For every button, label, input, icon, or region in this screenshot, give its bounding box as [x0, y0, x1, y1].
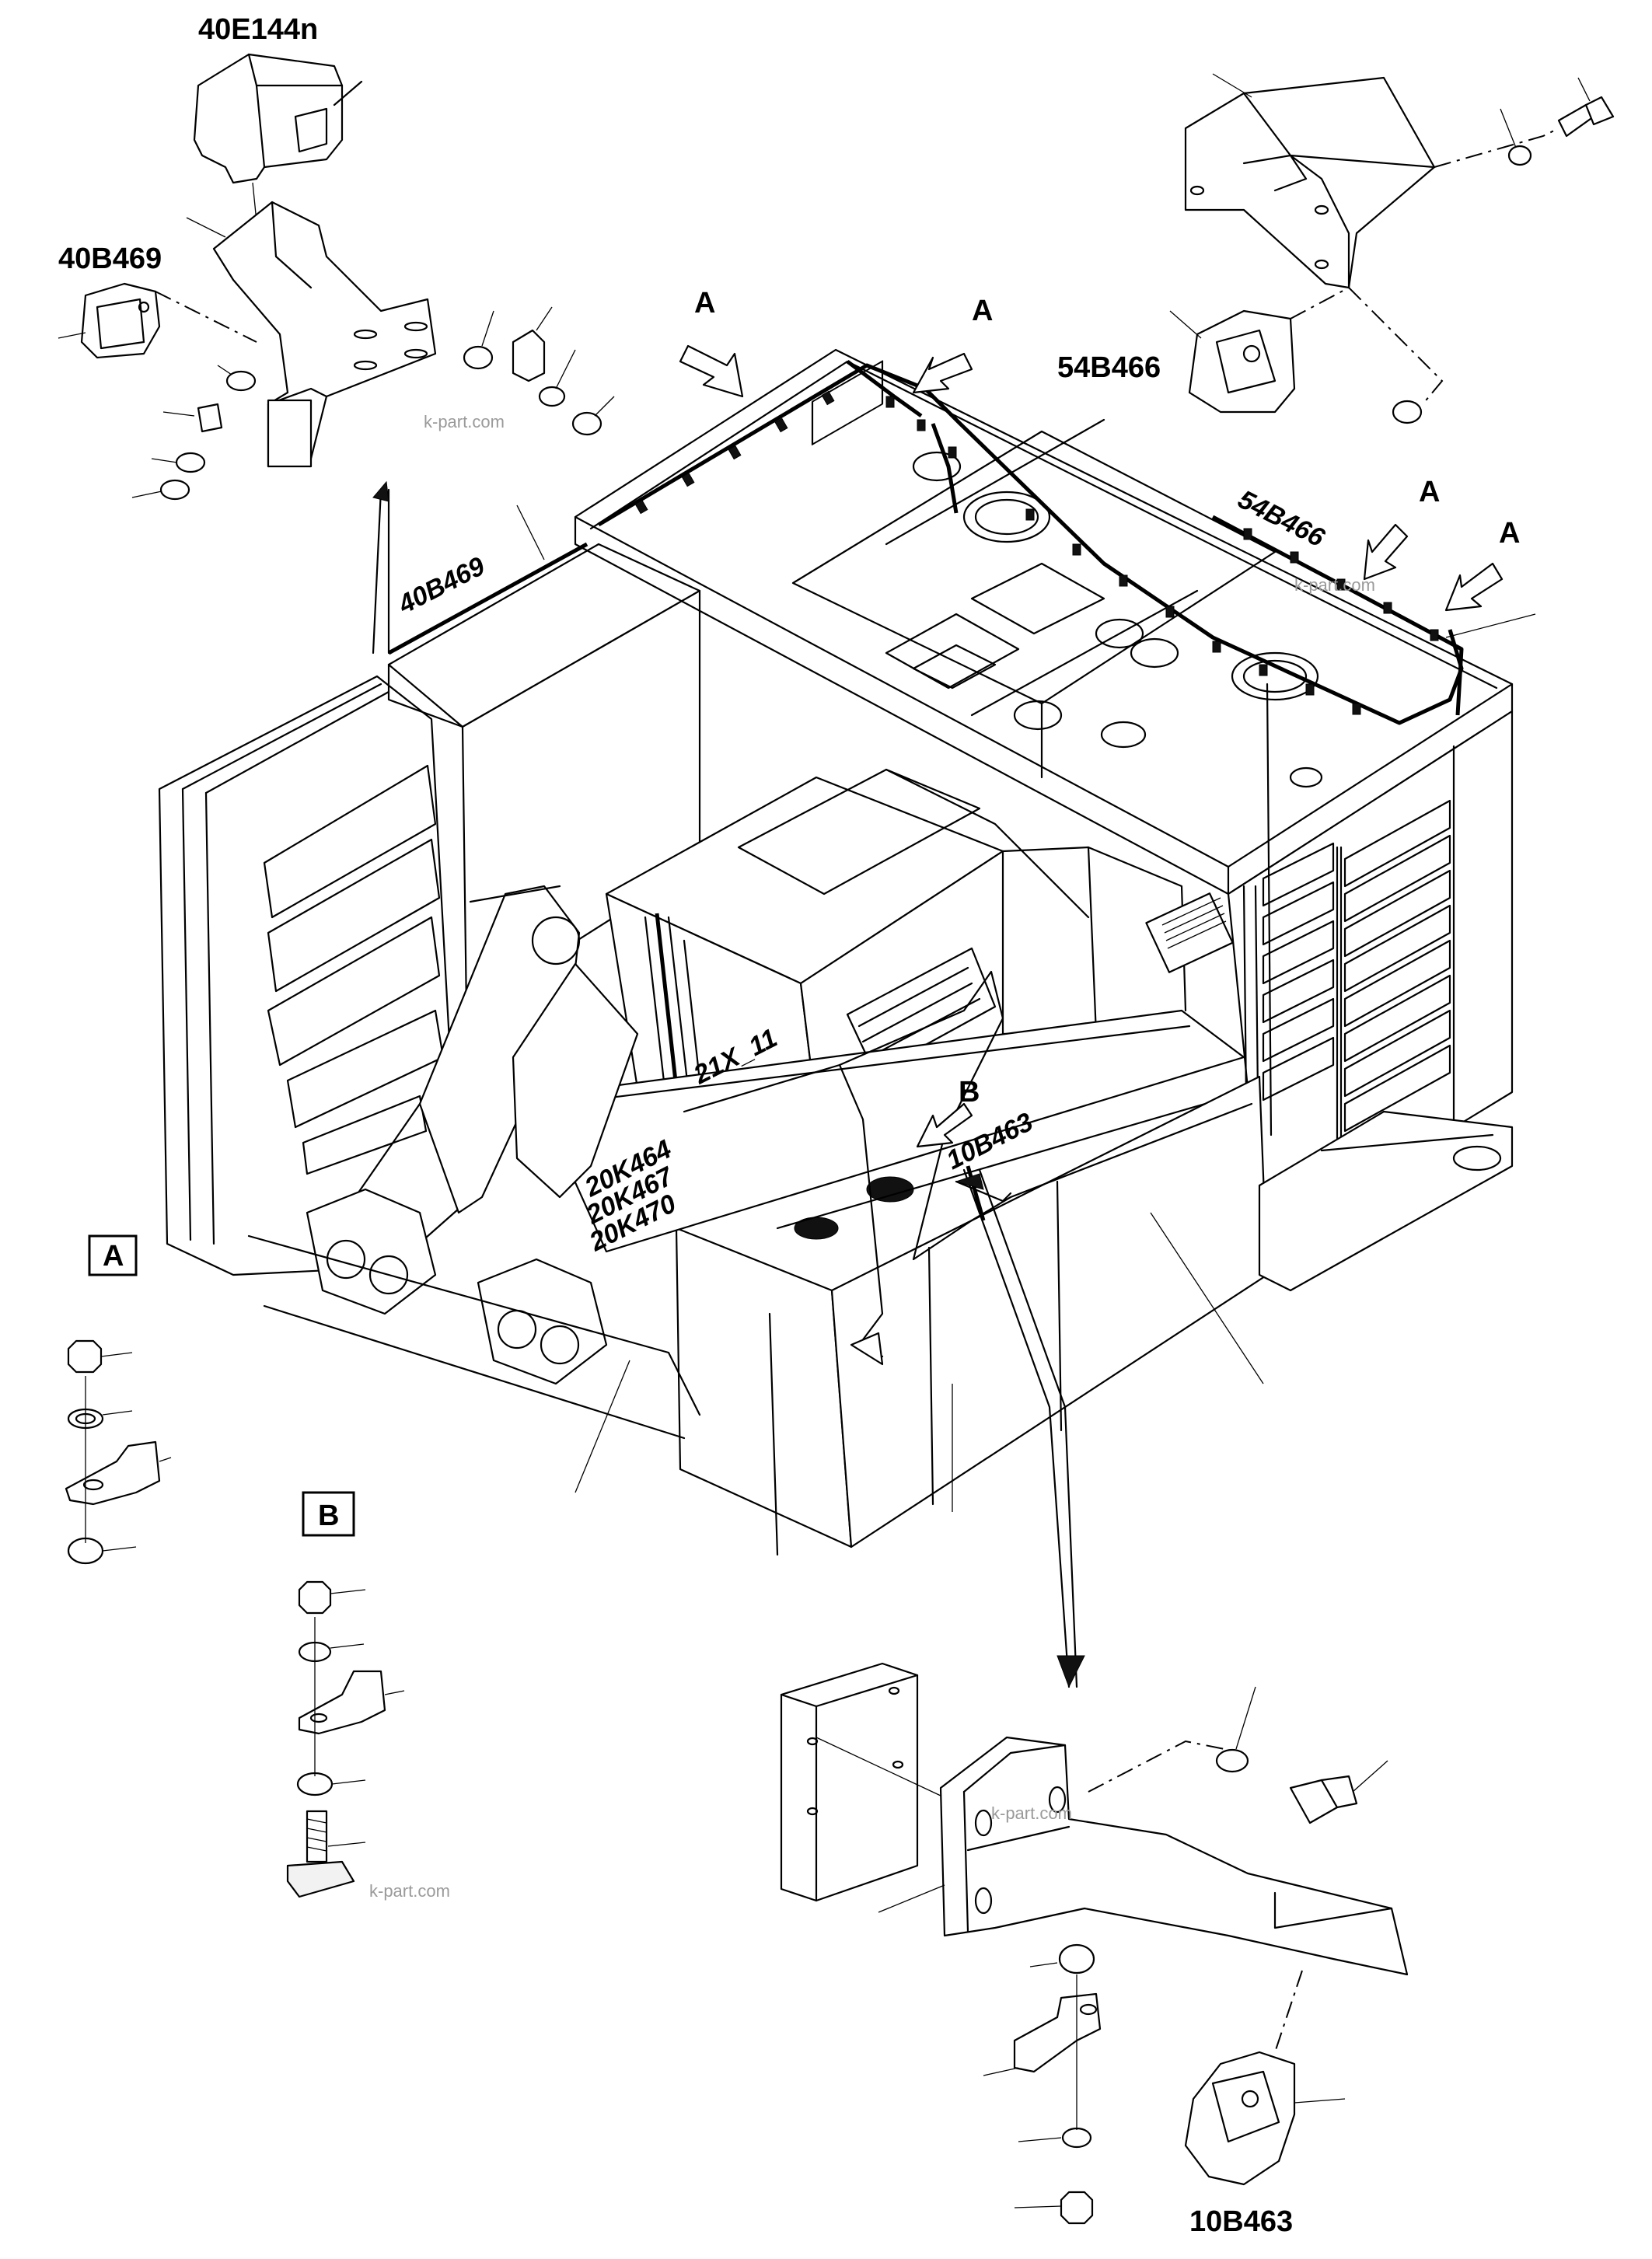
label-54B466-top: 54B466 — [1057, 351, 1161, 384]
detail-b-marker: B — [318, 1500, 339, 1532]
view-arrow-a-2: A — [972, 295, 993, 327]
watermark-2: k-part.com — [1294, 575, 1375, 595]
watermark-1: k-part.com — [424, 412, 505, 431]
label-40B469-top: 40B469 — [58, 243, 162, 275]
view-arrow-b: B — [959, 1076, 980, 1109]
sensor-assembly-54B466 — [1169, 73, 1615, 424]
label-10B463-bottom: 10B463 — [1189, 2205, 1293, 2238]
detail-a-marker: A — [103, 1240, 124, 1273]
detail-a — [65, 1234, 172, 1565]
view-arrow-a-1: A — [694, 287, 715, 319]
cable-harness — [372, 360, 1536, 1688]
label-40B469-frame: 40B469 — [393, 551, 489, 620]
view-arrow-a-4: A — [1499, 517, 1520, 550]
view-arrows — [679, 344, 1504, 1148]
label-54B466-frame: 54B466 — [1233, 484, 1329, 553]
view-arrow-a-3: A — [1419, 476, 1440, 508]
sensor-assembly-10B463: k-part.com — [780, 1662, 1409, 2225]
machine-frame — [158, 348, 1514, 1556]
detail-b: k-part.com — [286, 1491, 450, 1901]
label-40E144n: 40E144n — [198, 13, 318, 46]
sensor-assembly-40B469: k-part.com — [58, 53, 615, 501]
watermark-3: k-part.com — [369, 1881, 450, 1901]
watermark-4: k-part.com — [991, 1803, 1072, 1823]
